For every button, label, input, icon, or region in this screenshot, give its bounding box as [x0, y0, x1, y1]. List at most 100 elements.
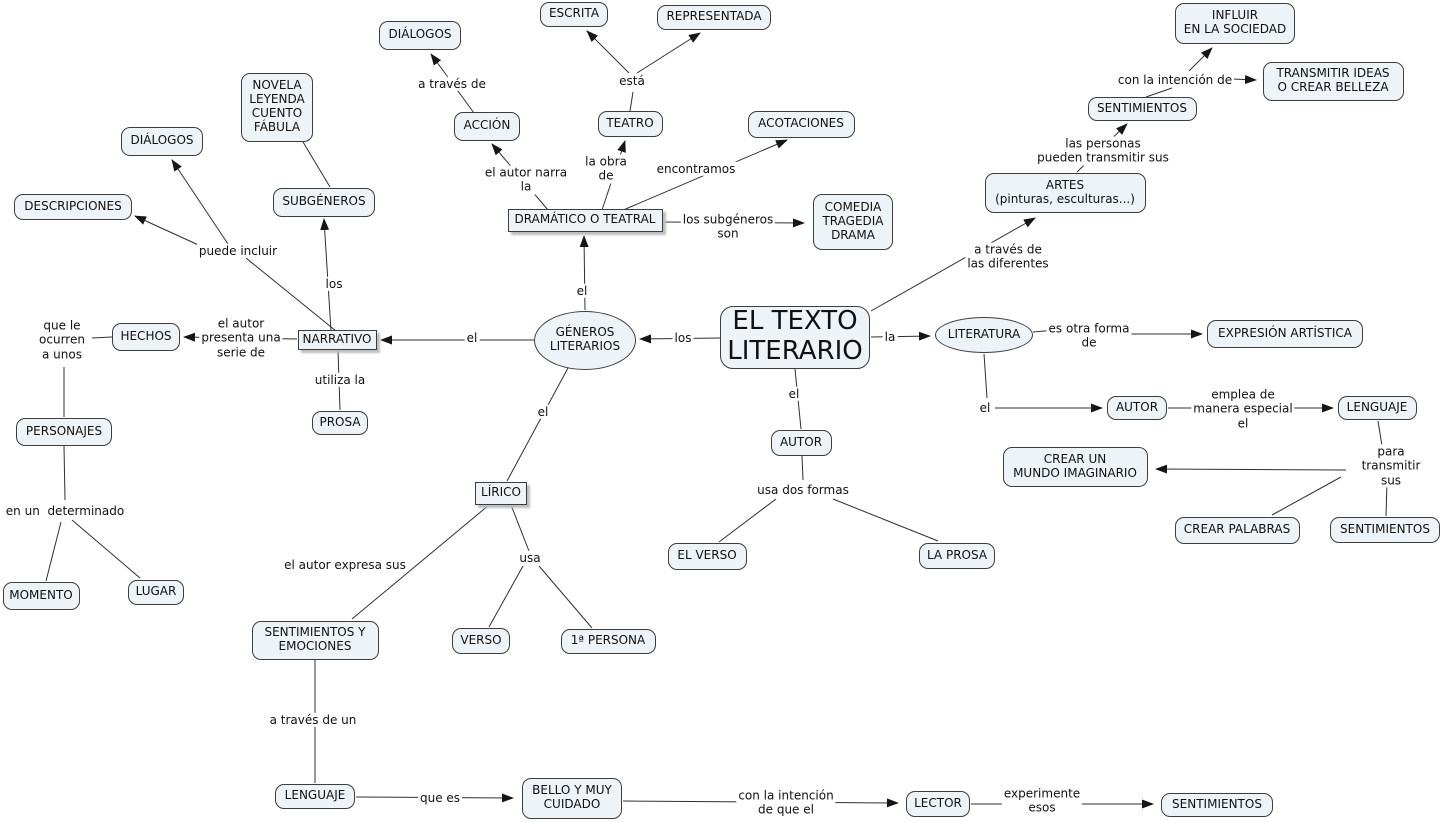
node-autor-right[interactable]: AUTOR	[1107, 396, 1167, 420]
link-label-experimente-esos[interactable]: experimente esos	[1001, 786, 1083, 816]
node-representada[interactable]: REPRESENTADA	[657, 4, 771, 30]
node-sentimientos-top[interactable]: SENTIMIENTOS	[1087, 97, 1197, 121]
node-escrita[interactable]: ESCRITA	[540, 1, 608, 27]
node-primera-persona[interactable]: 1ª PERSONA	[560, 628, 656, 654]
node-dialogos-top[interactable]: DIÁLOGOS	[379, 20, 461, 50]
edge-line	[538, 565, 593, 629]
edge-line	[1271, 476, 1342, 516]
node-sentimientos-emociones[interactable]: SENTIMIENTOS Y EMOCIONES	[251, 620, 379, 660]
node-dialogos-left[interactable]: DIÁLOGOS	[121, 126, 203, 156]
edge-line	[351, 504, 490, 620]
link-label-que-le-ocurren[interactable]: que le ocurren a unos	[37, 318, 87, 362]
node-lenguaje-bottom[interactable]: LENGUAJE	[275, 783, 355, 809]
edge-line	[870, 217, 1036, 312]
edge-line	[801, 455, 804, 481]
link-label-los-subgeneros-son[interactable]: los subgéneros son	[680, 212, 776, 242]
edge-line	[870, 331, 931, 341]
edge-line	[91, 336, 113, 339]
node-lirico[interactable]: LÍRICO	[475, 481, 527, 505]
node-accion[interactable]: ACCIÓN	[454, 111, 520, 141]
node-artes[interactable]: ARTES (pinturas, esculturas...)	[984, 173, 1146, 213]
link-label-con-la-intencion-de-que-el[interactable]: con la intención de que el	[736, 788, 836, 818]
link-label-es-otra-forma-de[interactable]: es otra forma de	[1046, 321, 1132, 351]
link-label-el-literatura-autor[interactable]: el	[977, 400, 993, 416]
link-label-puede-incluir[interactable]: puede incluir	[196, 243, 280, 259]
link-label-el-generos-lirico[interactable]: el	[535, 404, 551, 420]
node-la-prosa[interactable]: LA PROSA	[919, 543, 995, 569]
node-personajes[interactable]: PERSONAJES	[16, 418, 112, 446]
node-crear-mundo[interactable]: CREAR UN MUNDO IMAGINARIO	[1002, 447, 1148, 487]
link-label-los-texto-generos[interactable]: los	[672, 330, 694, 346]
node-bello-cuidado[interactable]: BELLO Y MUY CUIDADO	[522, 777, 622, 819]
edge-line	[718, 498, 777, 543]
edge-line	[832, 498, 939, 542]
node-autor-center[interactable]: AUTOR	[770, 430, 832, 456]
edge-line	[71, 519, 141, 579]
node-novela[interactable]: NOVELA LEYENDA CUENTO FÁBULA	[241, 72, 313, 142]
link-label-utiliza-la[interactable]: utiliza la	[312, 372, 368, 388]
edge-line	[134, 215, 206, 249]
node-texto-literario[interactable]: EL TEXTO LITERARIO	[720, 305, 870, 369]
link-label-el-generos-narrativo[interactable]: el	[464, 330, 480, 346]
link-label-emplea-de-manera[interactable]: emplea de manera especial el	[1191, 387, 1295, 431]
node-narrativo[interactable]: NARRATIVO	[297, 330, 377, 350]
link-label-los-subgeneros-link[interactable]: los	[323, 276, 345, 292]
node-el-verso[interactable]: EL VERSO	[667, 542, 747, 570]
link-label-el-autor-presenta[interactable]: el autor presenta una serie de	[199, 316, 283, 360]
node-dramatico[interactable]: DRAMÁTICO O TEATRAL	[507, 208, 663, 232]
link-label-a-traves-diferentes[interactable]: a través de las diferentes	[965, 242, 1051, 272]
node-transmitir-ideas[interactable]: TRANSMITIR IDEAS O CREAR BELLEZA	[1262, 61, 1404, 101]
link-label-esta[interactable]: está	[617, 73, 647, 89]
node-verso[interactable]: VERSO	[452, 628, 510, 654]
edge-line	[320, 218, 332, 332]
link-label-el-texto-autor[interactable]: el	[786, 386, 802, 402]
edge-line	[1385, 481, 1388, 517]
edge-line	[510, 504, 530, 552]
node-teatro[interactable]: TEATRO	[597, 111, 663, 137]
edge-line	[1188, 47, 1213, 72]
node-lugar[interactable]: LUGAR	[128, 579, 184, 605]
link-label-a-traves-de-un[interactable]: a través de un	[267, 712, 359, 728]
node-expresion-artistica[interactable]: EXPRESIÓN ARTÍSTICA	[1207, 320, 1363, 348]
link-label-la-obra-de[interactable]: la obra de	[583, 154, 629, 184]
link-label-usa[interactable]: usa	[517, 550, 543, 566]
node-generos-literarios[interactable]: GÉNEROS LITERARIOS	[534, 310, 636, 370]
node-momento[interactable]: MOMENTO	[2, 582, 80, 610]
link-label-para-transmitir-sus[interactable]: para transmitir sus	[1359, 444, 1423, 488]
edge-line	[245, 257, 337, 332]
node-lector[interactable]: LECTOR	[906, 791, 970, 817]
node-comedia[interactable]: COMEDIA TRAGEDIA DRAMA	[813, 194, 893, 250]
edge-line	[983, 353, 988, 399]
node-sentimientos-right[interactable]: SENTIMIENTOS	[1330, 517, 1440, 543]
edge-line	[579, 235, 589, 311]
node-influir[interactable]: INFLUIR EN LA SOCIEDAD	[1175, 2, 1295, 44]
node-prosa[interactable]: PROSA	[312, 411, 368, 435]
link-label-la-texto-literatura[interactable]: la	[882, 329, 898, 345]
node-lenguaje-right[interactable]: LENGUAJE	[1337, 396, 1417, 420]
link-label-con-la-intencion-de[interactable]: con la intención de	[1115, 72, 1235, 88]
edge-line	[45, 521, 62, 582]
node-hechos[interactable]: HECHOS	[112, 323, 180, 351]
link-label-a-traves-de-top[interactable]: a través de	[416, 76, 488, 92]
link-label-el-generos-dramatico[interactable]: el	[574, 283, 590, 299]
node-sentimientos-bottom[interactable]: SENTIMIENTOS	[1161, 793, 1273, 817]
node-literatura[interactable]: LITERATURA	[935, 317, 1033, 353]
link-label-las-personas[interactable]: las personas pueden transmitir sus	[1035, 136, 1171, 166]
edge-line	[629, 91, 634, 112]
link-label-el-autor-narra-la[interactable]: el autor narra la	[482, 165, 570, 195]
edge-line	[488, 565, 524, 628]
edge-line	[302, 141, 331, 188]
node-crear-palabras[interactable]: CREAR PALABRAS	[1174, 516, 1300, 544]
link-label-que-es[interactable]: que es	[417, 790, 463, 806]
link-label-en-un-determinado[interactable]: en un determinado	[3, 503, 127, 519]
edge-line	[1231, 75, 1257, 85]
node-descripciones[interactable]: DESCRIPCIONES	[14, 194, 132, 220]
link-label-el-autor-expresa[interactable]: el autor expresa sus	[282, 557, 408, 573]
node-subgeneros[interactable]: SUBGÉNEROS	[273, 187, 375, 217]
node-acotaciones[interactable]: ACOTACIONES	[747, 110, 855, 138]
edge-line	[506, 367, 569, 482]
link-label-usa-dos-formas[interactable]: usa dos formas	[755, 482, 851, 498]
link-label-encontramos[interactable]: encontramos	[654, 161, 738, 177]
edge-line	[586, 30, 630, 74]
